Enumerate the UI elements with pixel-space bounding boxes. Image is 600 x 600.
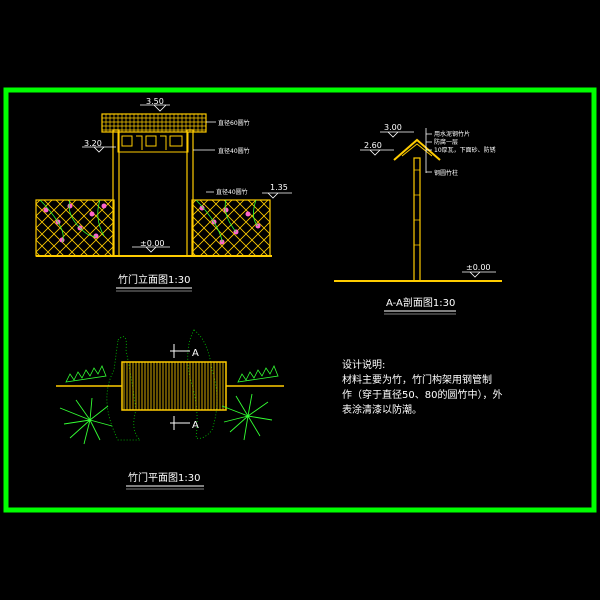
sheet-frame	[3, 87, 597, 513]
plan-title: 竹门平面图1:30	[128, 471, 200, 484]
section-title: A-A剖面图1:30	[386, 296, 455, 309]
section-level-marks	[360, 128, 496, 278]
flower-vines	[39, 199, 259, 243]
elevation-level-beam: 3.20	[84, 139, 102, 148]
plan-gate-roof	[121, 361, 227, 411]
elevation-note-fence: 直径40圆竹	[216, 188, 248, 196]
section-post	[413, 157, 421, 282]
elevation-level-ground: ±0.00	[140, 239, 165, 248]
elevation-level-marks	[82, 104, 292, 253]
elevation-level-top: 3.50	[146, 97, 164, 106]
plan-view: A A 竹门平面图1:30	[56, 329, 284, 490]
gate-roof	[101, 113, 207, 133]
section-note-3: 10厚瓦，下面砂、防锈	[434, 146, 496, 154]
section-cut-marks	[170, 344, 190, 430]
section-note-4: 钢圆竹柱	[434, 169, 458, 177]
section-level-top: 3.00	[384, 123, 402, 132]
cut-label-bottom: A	[192, 420, 199, 431]
elevation-level-fence: 1.35	[270, 183, 288, 192]
design-notes-line-3: 表涂清漆以防潮。	[342, 403, 422, 416]
cut-label-top: A	[192, 348, 199, 359]
right-shrub	[237, 365, 279, 383]
section-view: 3.00 2.60 ±0.00 用水泥钢竹片 防腐一层 10厚瓦，下面砂、防锈 …	[334, 123, 502, 315]
plan-grass-right	[221, 393, 273, 441]
section-level-ground: ±0.00	[466, 263, 491, 272]
section-note-1: 用水泥钢竹片	[434, 130, 470, 138]
frieze-pattern	[121, 135, 183, 150]
elevation-note-top: 直径60圆竹	[218, 119, 250, 127]
elevation-title: 竹门立面图1:30	[118, 273, 190, 286]
section-level-eave: 2.60	[364, 141, 382, 150]
section-note-2: 防腐一层	[434, 138, 458, 146]
design-notes: 设计说明: 材料主要为竹，竹门构架用钢管制 作（穿于直径50、80的圆竹中），外…	[342, 358, 502, 416]
design-notes-heading: 设计说明:	[342, 358, 385, 371]
elevation-note-beam: 直径40圆竹	[218, 147, 250, 155]
design-notes-line-2: 作（穿于直径50、80的圆竹中），外	[342, 388, 502, 401]
left-shrub	[65, 365, 107, 383]
section-roof-inner	[401, 143, 433, 157]
section-roof	[393, 138, 441, 161]
plan-grass-left	[59, 397, 113, 445]
design-notes-line-1: 材料主要为竹，竹门构架用钢管制	[342, 373, 492, 386]
section-post-nodes	[414, 169, 420, 246]
elevation-view: 3.50 3.20 ±0.00 1.35 直径60圆竹 直径40圆竹 直径40圆…	[35, 97, 292, 292]
